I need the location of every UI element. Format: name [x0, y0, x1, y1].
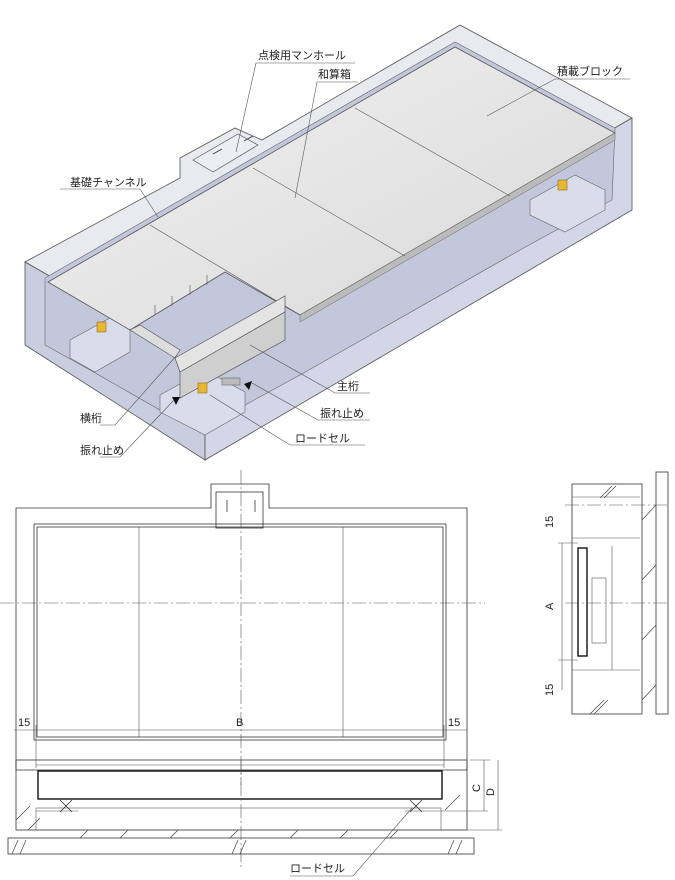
label-manhole: 点検用マンホール — [258, 48, 346, 62]
load-cell-icon — [557, 179, 568, 191]
steady-rest — [221, 377, 241, 386]
load-cell-symbol — [409, 799, 423, 813]
cross-beam — [129, 324, 181, 359]
side-deck — [577, 547, 588, 657]
front-deck — [37, 770, 443, 800]
dim-c: C — [471, 784, 483, 792]
arrow-icon — [172, 397, 180, 405]
dim-side-bottom: 15 — [544, 684, 556, 696]
manhole — [192, 133, 259, 173]
label-junction-box: 和算箱 — [318, 67, 351, 81]
label-main-girder: 主桁 — [337, 379, 359, 393]
label-steady-rest-left: 振れ止め — [80, 443, 124, 457]
dim-right: 15 — [448, 717, 460, 729]
platform-edge — [299, 132, 616, 323]
plan-view — [0, 470, 485, 785]
load-cell-symbol — [59, 799, 73, 813]
dim-a: A — [544, 602, 556, 610]
stiffeners — [154, 275, 208, 315]
dim-b: B — [236, 717, 243, 729]
isometric-view: 点検用マンホール 和算箱 積載ブロック 基礎チャンネル 主桁 振れ止め 横桁 振… — [24, 24, 633, 461]
label-steady-rest-right: 振れ止め — [320, 406, 364, 420]
label-base-channel: 基礎チャンネル — [70, 176, 147, 189]
load-cell-pit-right — [529, 174, 606, 233]
dim-d: D — [485, 788, 497, 796]
dim-left: 15 — [18, 717, 30, 729]
front-view: 15 B 15 C D ロードセル — [7, 717, 502, 877]
load-cell-icon — [96, 321, 107, 333]
arrow-icon — [244, 381, 252, 390]
label-front-load-cell: ロードセル — [290, 862, 345, 875]
side-view: 15 A 15 — [544, 471, 670, 715]
load-cell-icon — [197, 382, 208, 394]
leader-lines — [60, 62, 630, 458]
dim-side-top: 15 — [544, 516, 556, 528]
label-load-cell: ロードセル — [295, 432, 350, 445]
label-cross-beam: 横桁 — [80, 411, 102, 425]
label-loading-block: 積載ブロック — [557, 64, 623, 78]
main-girder-web — [179, 311, 286, 399]
